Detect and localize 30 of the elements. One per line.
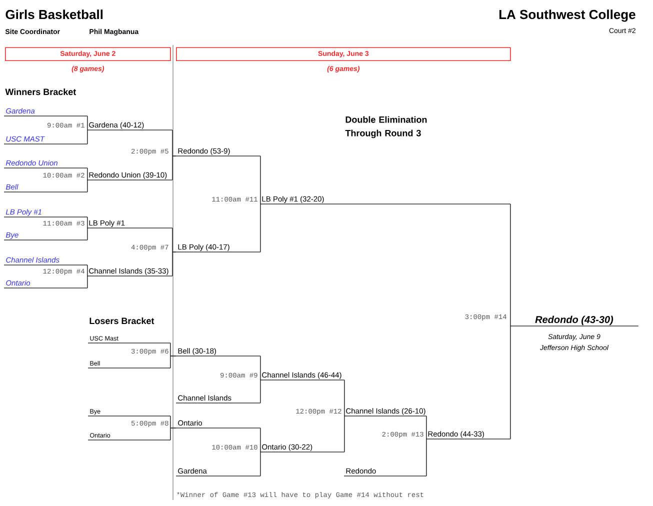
section-heading: Winners Bracket [5,88,76,96]
bracket-line [86,168,88,180]
bracket-line [172,156,176,180]
bracket-line [260,380,261,404]
bracket-slot: Redondo (43-30) [510,316,639,326]
bracket-line [172,252,176,276]
format-note: Double Elimination Through Round 3 [345,116,427,138]
section-heading: Losers Bracket [90,317,154,324]
bracket-line [86,130,88,144]
venue-title: LA Southwest College [499,10,636,22]
bracket-line [260,356,261,380]
bracket-line [510,204,511,326]
bracket-line [260,204,261,252]
title: Girls Basketball [6,10,103,20]
bracket-line [426,438,427,476]
bracket-line [170,428,176,440]
bracket-line [86,264,88,276]
bracket-line [344,416,345,452]
bracket-line [86,180,88,192]
bracket-line [170,356,176,368]
bracket-line [86,216,88,228]
bracket-line [260,428,261,452]
bracket-line [86,276,88,288]
bracket-line [86,228,88,240]
bracket-line [260,156,261,204]
bracket-line [510,326,511,440]
bracket-line [86,116,88,130]
bracket-line [426,416,427,440]
bracket-line [344,380,345,416]
bracket-line [260,452,261,476]
